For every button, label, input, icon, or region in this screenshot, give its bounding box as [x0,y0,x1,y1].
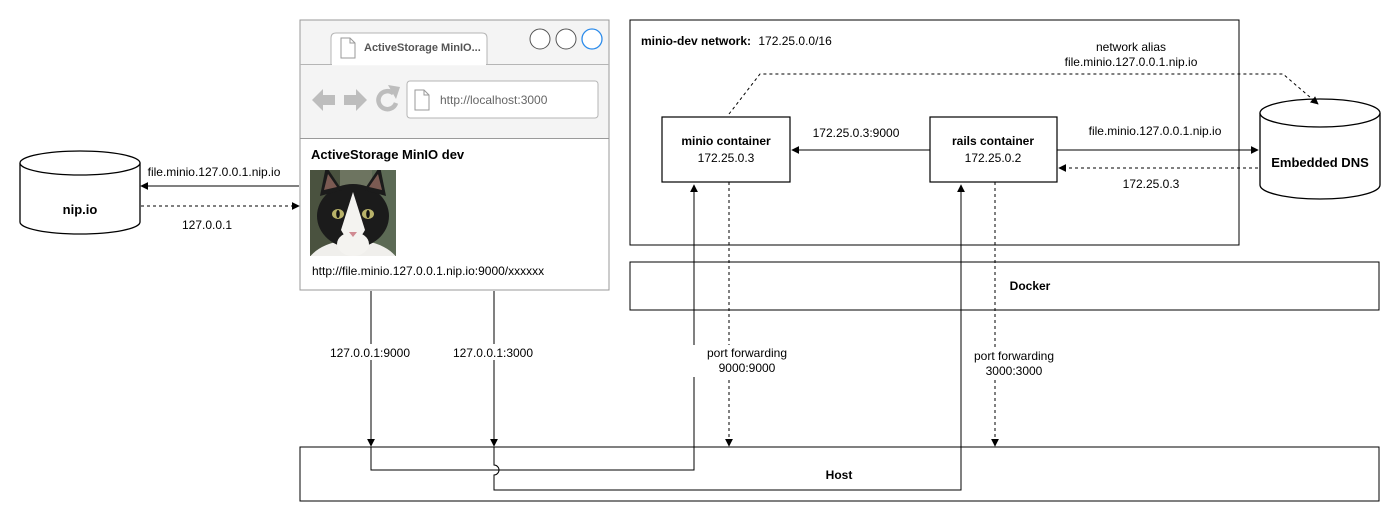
network-name: minio-dev network: [641,34,751,48]
rails-container: rails container 172.25.0.2 [929,116,1058,183]
edge-minio-port-forward: port forwarding 9000:9000 [690,182,787,447]
page-icon [340,37,356,59]
browser-window: ActiveStorage MinIO... http://localhost:… [299,19,610,291]
rails-ip: 172.25.0.2 [965,151,1022,165]
edge-rails-to-dns: file.minio.127.0.0.1.nip.io [1057,124,1259,154]
address-bar[interactable] [406,80,599,119]
browser-tab-title: ActiveStorage MinIO... [364,42,481,54]
nipio-label: nip.io [63,202,98,217]
rails-name: rails container [952,134,1034,148]
window-button-icon[interactable] [581,28,603,50]
edge-host-route-rails [493,184,965,491]
network-label: minio-dev network: 172.25.0.0/16 [641,34,832,48]
minio-forward-line1: port forwarding [707,346,787,360]
edge-browser-to-nipio: file.minio.127.0.0.1.nip.io [140,165,299,190]
alias-label-line1: network alias [1096,40,1166,54]
rails-forward-line1: port forwarding [974,349,1054,363]
nipio-cylinder: nip.io [19,150,141,235]
edge-rails-to-minio: 172.25.0.3:9000 [791,126,930,154]
edge-label-host-9000: 127.0.0.1:9000 [330,346,410,360]
network-subnet: 172.25.0.0/16 [758,34,832,48]
minio-name: minio container [681,134,771,148]
edge-label-host-3000: 127.0.0.1:3000 [453,346,533,360]
dns-label: Embedded DNS [1271,155,1369,170]
docker-label: Docker [1010,279,1051,293]
window-button-icon[interactable] [555,28,577,50]
window-button-icon[interactable] [529,28,551,50]
browser-image-url: http://file.minio.127.0.0.1.nip.io:9000/… [312,264,544,278]
edge-label-minio-endpoint: 172.25.0.3:9000 [813,126,900,140]
dns-cylinder: Embedded DNS [1259,98,1381,200]
forward-arrow-icon[interactable] [344,89,367,111]
edge-browser-to-host-3000: 127.0.0.1:3000 [450,291,538,447]
cat-photo [310,170,396,256]
browser-page-title: ActiveStorage MinIO dev [311,147,465,162]
minio-ip: 172.25.0.3 [698,151,755,165]
reload-icon[interactable] [376,85,400,112]
rails-forward-line2: 3000:3000 [986,364,1043,378]
edge-rails-port-forward: port forwarding 3000:3000 [972,182,1054,447]
alias-label-line2: file.minio.127.0.0.1.nip.io [1065,55,1198,69]
host-label: Host [826,468,853,482]
edge-label-dns-query: file.minio.127.0.0.1.nip.io [148,165,281,179]
host-box: Host [299,446,1380,502]
edge-dns-to-rails: 172.25.0.3 [1058,164,1258,191]
minio-container: minio container 172.25.0.3 [661,116,791,183]
edge-label-dns-answer: 127.0.0.1 [182,218,232,232]
docker-box: Docker [629,261,1380,311]
edge-browser-to-host-9000: 127.0.0.1:9000 [326,291,414,447]
edge-host-route-minio [370,184,698,471]
minio-forward-line2: 9000:9000 [719,361,776,375]
edge-label-rails-dns-answer: 172.25.0.3 [1123,177,1180,191]
back-arrow-icon[interactable] [312,89,335,111]
address-url: http://localhost:3000 [440,93,548,107]
browser-tab[interactable] [330,32,488,64]
edge-network-alias: network alias file.minio.127.0.0.1.nip.i… [728,40,1319,115]
edge-nipio-to-browser: 127.0.0.1 [141,202,300,232]
address-page-icon [414,89,430,111]
edge-label-rails-dns-query: file.minio.127.0.0.1.nip.io [1089,124,1222,138]
